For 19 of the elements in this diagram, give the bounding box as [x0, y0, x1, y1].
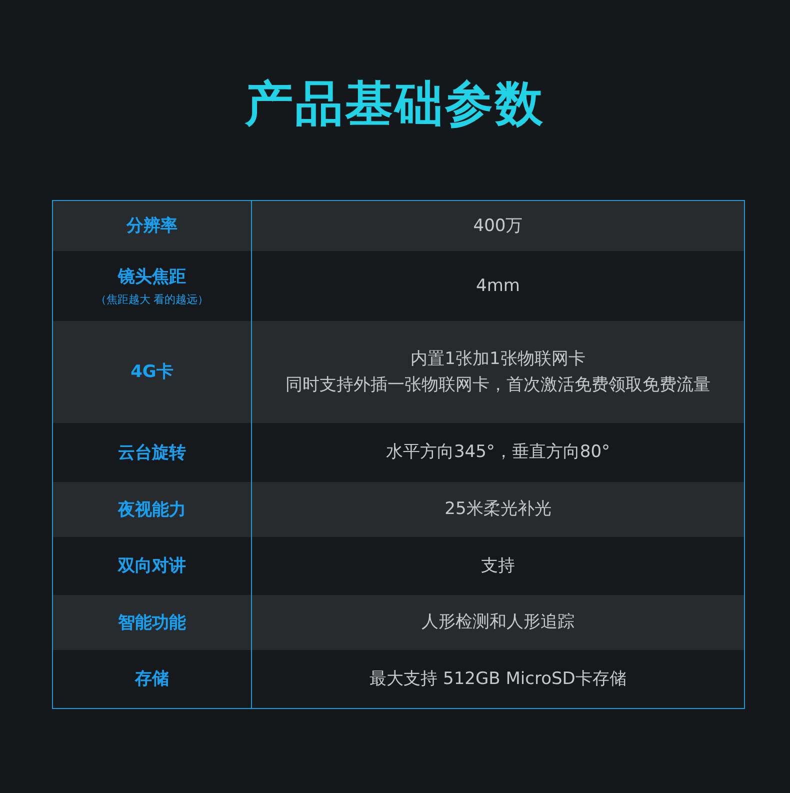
parameter-value: 人形检测和人形追踪 [420, 611, 576, 634]
parameter-name: 双向对讲 [116, 555, 187, 577]
parameter-value: 内置1张加1张物联网卡 [410, 348, 586, 370]
parameter-name: 分辨率 [125, 215, 178, 238]
page-title: 产品基础参数 [244, 75, 546, 134]
parameter-value: 同时支持外插一张物联网卡，首次激活免费领取免费流量 [284, 374, 712, 396]
parameter-name: 4G卡 [130, 361, 174, 383]
parameter-name: 智能功能 [116, 612, 187, 634]
parameter-value: 水平方向345°，垂直方向80° [384, 441, 612, 464]
parameter-value: 支持 [480, 554, 516, 578]
note-text: （焦距越大 看的越远） [94, 292, 210, 306]
parameter-name: 夜视能力 [116, 498, 187, 520]
parameter-value: 最大支持 512GB MicroSD卡存储 [368, 668, 628, 691]
parameter-name: 云台旋转 [117, 442, 187, 464]
parameter-value: 4mm [475, 274, 521, 298]
parameter-name: 镜头焦距 [116, 266, 187, 288]
parameter-name: 存储 [134, 668, 170, 690]
parameter-value: 400万 [472, 214, 524, 238]
parameter-value: 25米柔光补光 [444, 498, 552, 521]
